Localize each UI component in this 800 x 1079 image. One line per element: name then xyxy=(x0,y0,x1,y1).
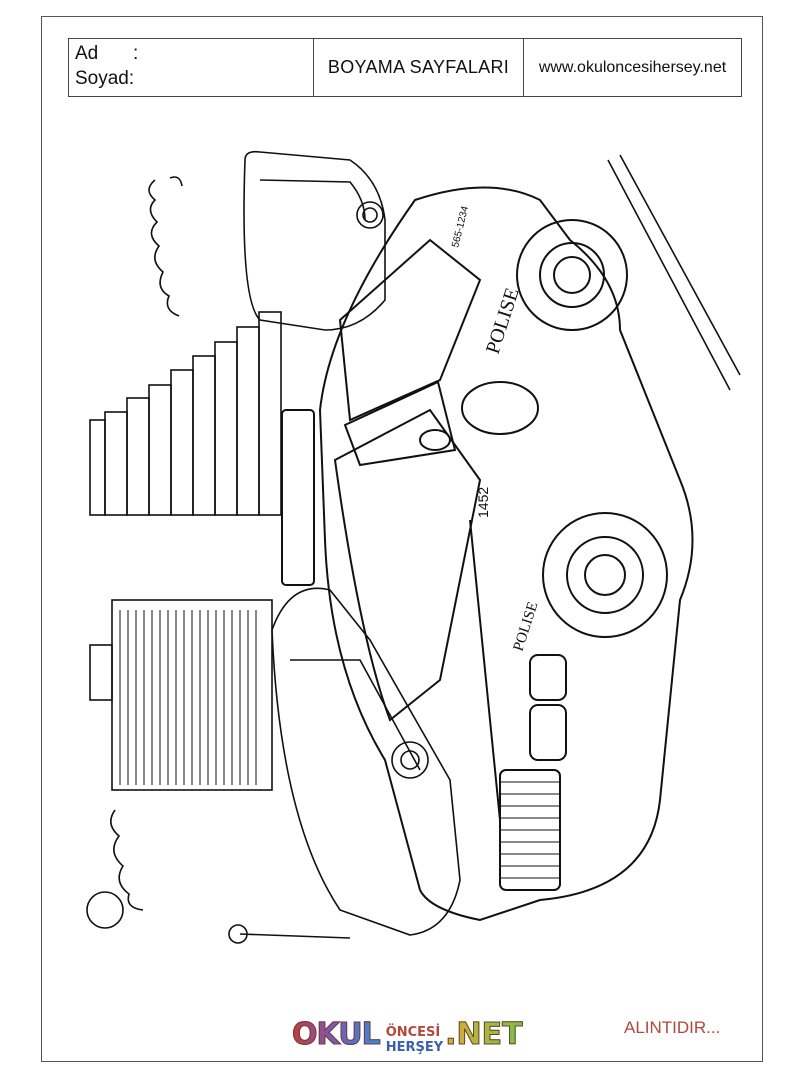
page-title: BOYAMA SAYFALARI xyxy=(314,39,524,96)
site-logo[interactable]: OKUL ÖNCESİ HERŞEY .NET xyxy=(292,1005,524,1056)
police-car-coloring-illustration: POLISE POLISE 1452 565-1234 xyxy=(86,150,741,944)
cloud-top-left xyxy=(148,176,183,317)
website-link[interactable]: www.okuloncesihersey.net xyxy=(538,58,727,76)
logo-middle: ÖNCESİ HERŞEY xyxy=(386,1025,443,1055)
tall-building xyxy=(89,599,273,791)
credit-text: ALINTIDIR... xyxy=(624,1018,721,1037)
city-buildings-stairs xyxy=(89,311,282,516)
car-number: 1452 xyxy=(475,487,491,518)
police-text-door: POLISE xyxy=(511,600,542,653)
street-lamp xyxy=(228,924,351,944)
road-lines xyxy=(607,154,741,391)
name-colon: : xyxy=(133,43,139,64)
background-car-top xyxy=(243,150,386,331)
license-plate-text: 565-1234 xyxy=(450,205,471,249)
background-car-bottom xyxy=(271,587,461,936)
surname-label: Soyad: xyxy=(75,68,135,89)
header-table: Ad : Soyad: BOYAMA SAYFALARI www.okulonc… xyxy=(68,38,742,97)
cloud-bottom-left xyxy=(86,809,144,929)
name-label: Ad xyxy=(75,43,99,64)
police-text-roof: POLISE xyxy=(482,285,524,356)
logo-net-text: .NET xyxy=(445,1015,523,1055)
logo-oncesi-text: ÖNCESİ xyxy=(385,1025,441,1040)
police-car xyxy=(281,186,694,922)
name-cell: Ad : Soyad: xyxy=(69,39,314,96)
logo-hersey-text: HERŞEY xyxy=(385,1040,444,1055)
logo-okul-text: OKUL xyxy=(292,1015,382,1055)
page-border xyxy=(41,16,763,1062)
